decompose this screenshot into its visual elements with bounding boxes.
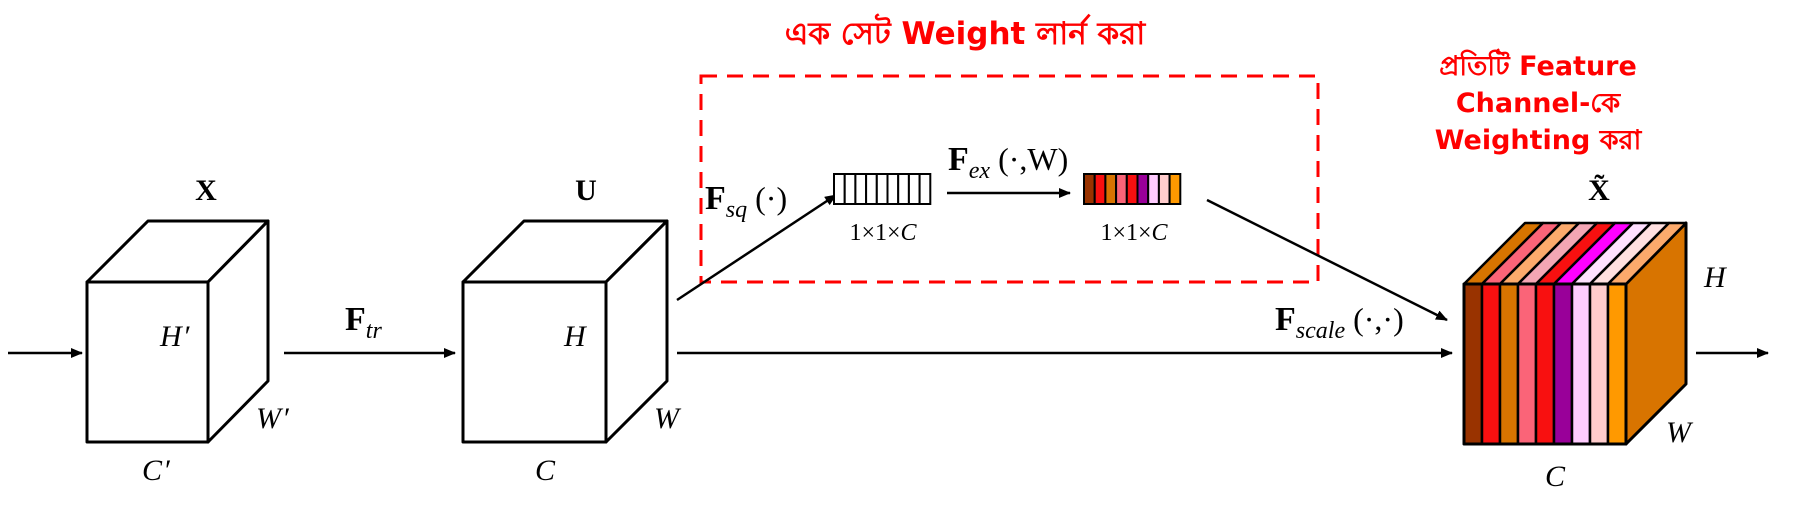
input-tensor-label: X <box>195 174 217 207</box>
output-width-label: W <box>1666 416 1694 449</box>
transform-op-label: Ftr <box>345 301 382 344</box>
learn-weights-annotation: এক সেট Weight লার্ন করা <box>785 13 1147 52</box>
feature-map-height-label: H <box>563 320 588 353</box>
excitation-region-box <box>699 74 1320 284</box>
excited-vector-dims: 1×1×C <box>1100 220 1168 246</box>
feature-map-cube <box>461 219 669 444</box>
scale-op-label: Fscale(·,·) <box>1275 301 1404 344</box>
input-channel-label: C′ <box>142 454 172 487</box>
squeezed-vector <box>833 173 932 205</box>
weights-to-scale-arrow <box>1206 198 1448 322</box>
svg-text:Weighting করা: Weighting করা <box>1435 125 1643 156</box>
feature-map-channel-label: C <box>535 454 556 487</box>
feature-map-width-label: W <box>654 402 682 435</box>
output-tensor-cube <box>1462 221 1688 446</box>
feature-map-label: U <box>575 174 597 207</box>
svg-text:প্রতিটি Feature: প্রতিটি Feature <box>1439 48 1637 82</box>
channel-weighting-annotation: প্রতিটি Feature Channel-কে Weighting করা <box>1435 48 1643 156</box>
output-channel-label: C <box>1545 460 1566 493</box>
output-height-label: H <box>1703 261 1728 294</box>
excitation-op-label: Fex(·,W) <box>948 141 1068 184</box>
squeeze-arrow <box>676 193 837 302</box>
squeeze-op-label: Fsq(·) <box>705 180 787 223</box>
excitation-weights-vector <box>1083 173 1182 205</box>
input-tensor-cube <box>85 219 270 444</box>
svg-text:Channel-কে: Channel-কে <box>1456 88 1621 119</box>
input-height-label: H′ <box>159 320 191 353</box>
input-width-label: W′ <box>256 402 291 435</box>
squeezed-vector-dims: 1×1×C <box>849 220 917 246</box>
output-tensor-label: X̃ <box>1588 174 1610 207</box>
